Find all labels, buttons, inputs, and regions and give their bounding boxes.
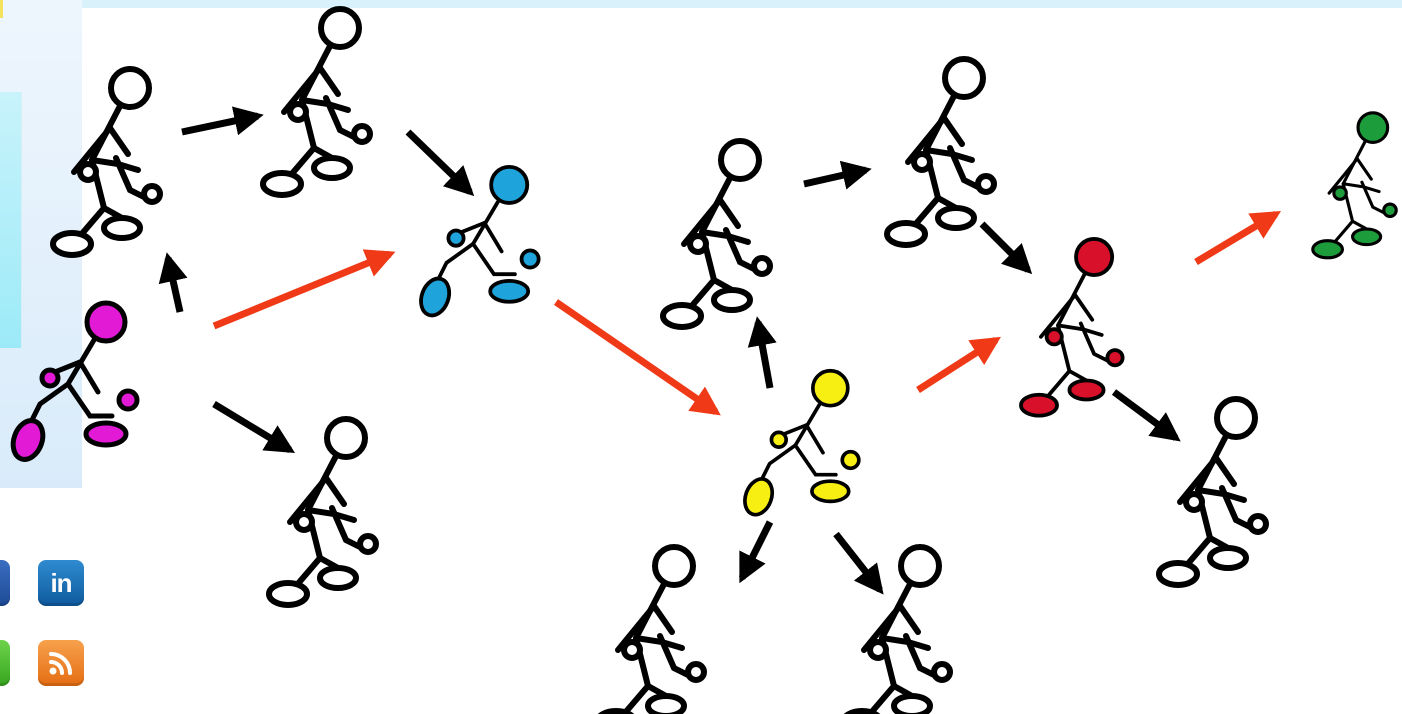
arrow-black-3 [158,252,188,313]
figure-bottom-center-left [597,547,704,714]
partial-share-button[interactable] [0,560,10,606]
figure-lower-right [1159,399,1266,585]
rss-icon [49,652,72,675]
corner-accent [0,0,3,18]
linkedin-button[interactable]: in [38,560,84,606]
arrow-black-4 [212,401,296,454]
arrow-black-8 [1111,389,1181,442]
top-banner-strip [0,0,1402,8]
figure-upper-right [887,59,994,245]
arrow-red-1 [212,249,396,330]
figure-middle-top [663,141,770,327]
runner-yellow [738,368,861,521]
runner-magenta [8,303,137,464]
arrow-black-9 [738,520,774,584]
arrow-black-5 [803,160,872,190]
figure-top-left-1 [53,69,160,255]
arrow-black-7 [979,221,1033,275]
arrow-red-3 [916,336,1001,393]
arrow-black-2 [405,129,475,197]
left-panel-inner-bar [0,92,22,348]
arrow-black-10 [833,531,884,595]
partial-share-button-green[interactable] [0,640,10,686]
linkedin-icon: in [50,567,72,598]
arrow-red-2 [554,299,721,416]
arrow-black-6 [747,316,777,389]
runner-red [1019,237,1125,418]
figure-bottom-center-right [843,547,950,714]
rss-button[interactable] [38,640,84,686]
runner-green [1311,111,1398,260]
arrow-red-4 [1194,210,1282,266]
runner-blue [414,164,541,322]
arrow-black-1 [181,106,264,136]
figure-top-left-2 [263,9,370,195]
